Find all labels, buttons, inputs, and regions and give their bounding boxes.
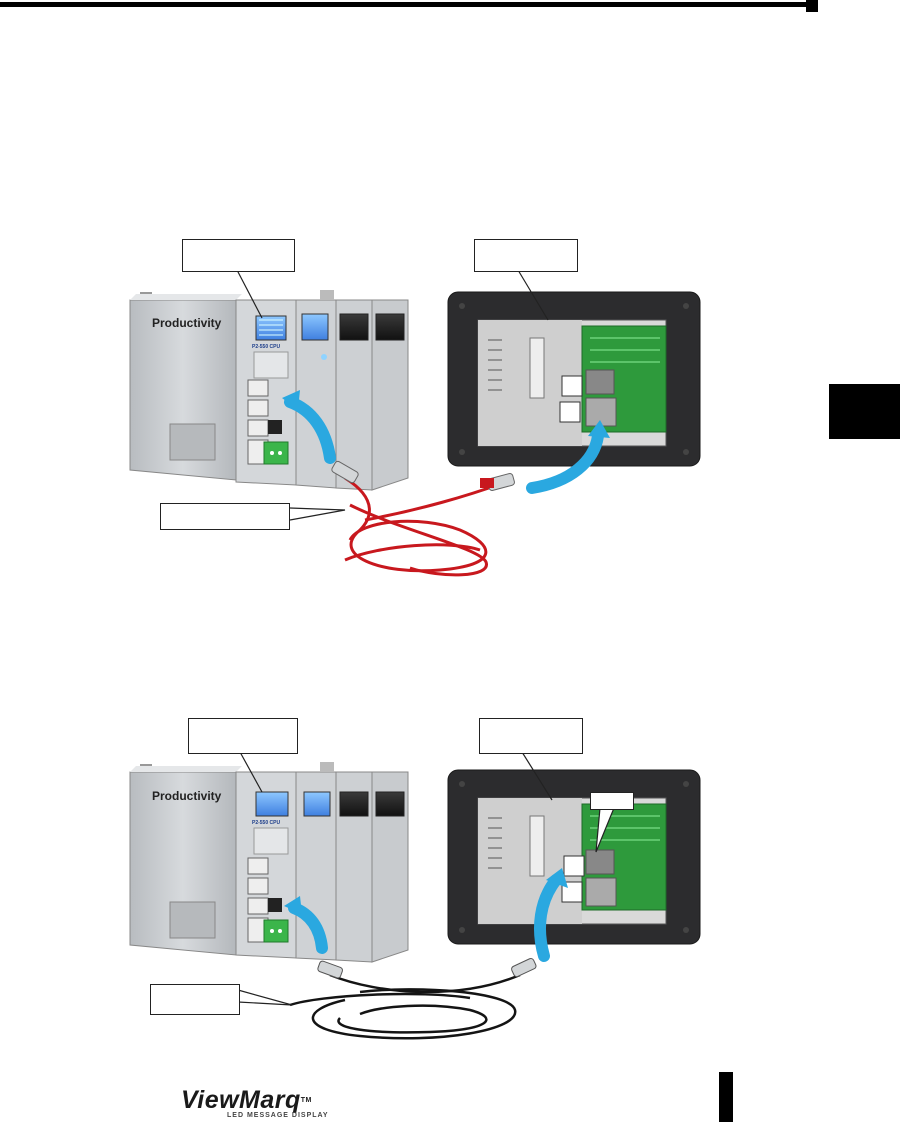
logo-tagline: LED MESSAGE DISPLAY: [227, 1112, 329, 1119]
viewmarq-logo: ViewMarqTM LED MESSAGE DISPLAY: [181, 1088, 351, 1122]
ethernet-cable-bottom: [289, 973, 521, 1040]
ethernet-cable-top: [344, 476, 501, 577]
logo-text: ViewMarq: [181, 1086, 301, 1114]
plc-brand-bottom: Productivity: [152, 789, 222, 803]
callout-connector-bottom: [590, 792, 634, 810]
plc-rack-bottom: Productivity P2-550 CPU: [129, 762, 409, 963]
cpu-label-bottom: P2-550 CPU: [252, 820, 280, 826]
plc-brand-top: Productivity: [152, 316, 222, 330]
top-rule: [0, 2, 812, 7]
logo-wordmark: ViewMarqTM: [181, 1088, 312, 1113]
cpu-label-top: P2-550 CPU: [252, 344, 280, 350]
bottom-figure: Productivity P2-550 CPU: [129, 751, 701, 1040]
chapter-tab: [829, 384, 900, 439]
top-rule-end-marker: [806, 0, 818, 12]
callout-cable-top: [160, 503, 290, 530]
logo-trademark: TM: [300, 1097, 312, 1104]
callout-viewmarq-port-top: [474, 239, 578, 272]
callout-cable-bottom: [150, 984, 240, 1015]
top-figure: Productivity P2-550 CPU: [129, 269, 701, 577]
plc-rack-top: Productivity P2-550 CPU: [129, 290, 409, 491]
callout-plc-port-bottom: [188, 718, 298, 754]
viewmarq-panel-bottom: [447, 769, 701, 945]
callout-plc-port-top: [182, 239, 295, 272]
viewmarq-panel-top: [447, 291, 701, 467]
page-number-bar: [719, 1072, 733, 1122]
callout-viewmarq-port-bottom: [479, 718, 583, 754]
